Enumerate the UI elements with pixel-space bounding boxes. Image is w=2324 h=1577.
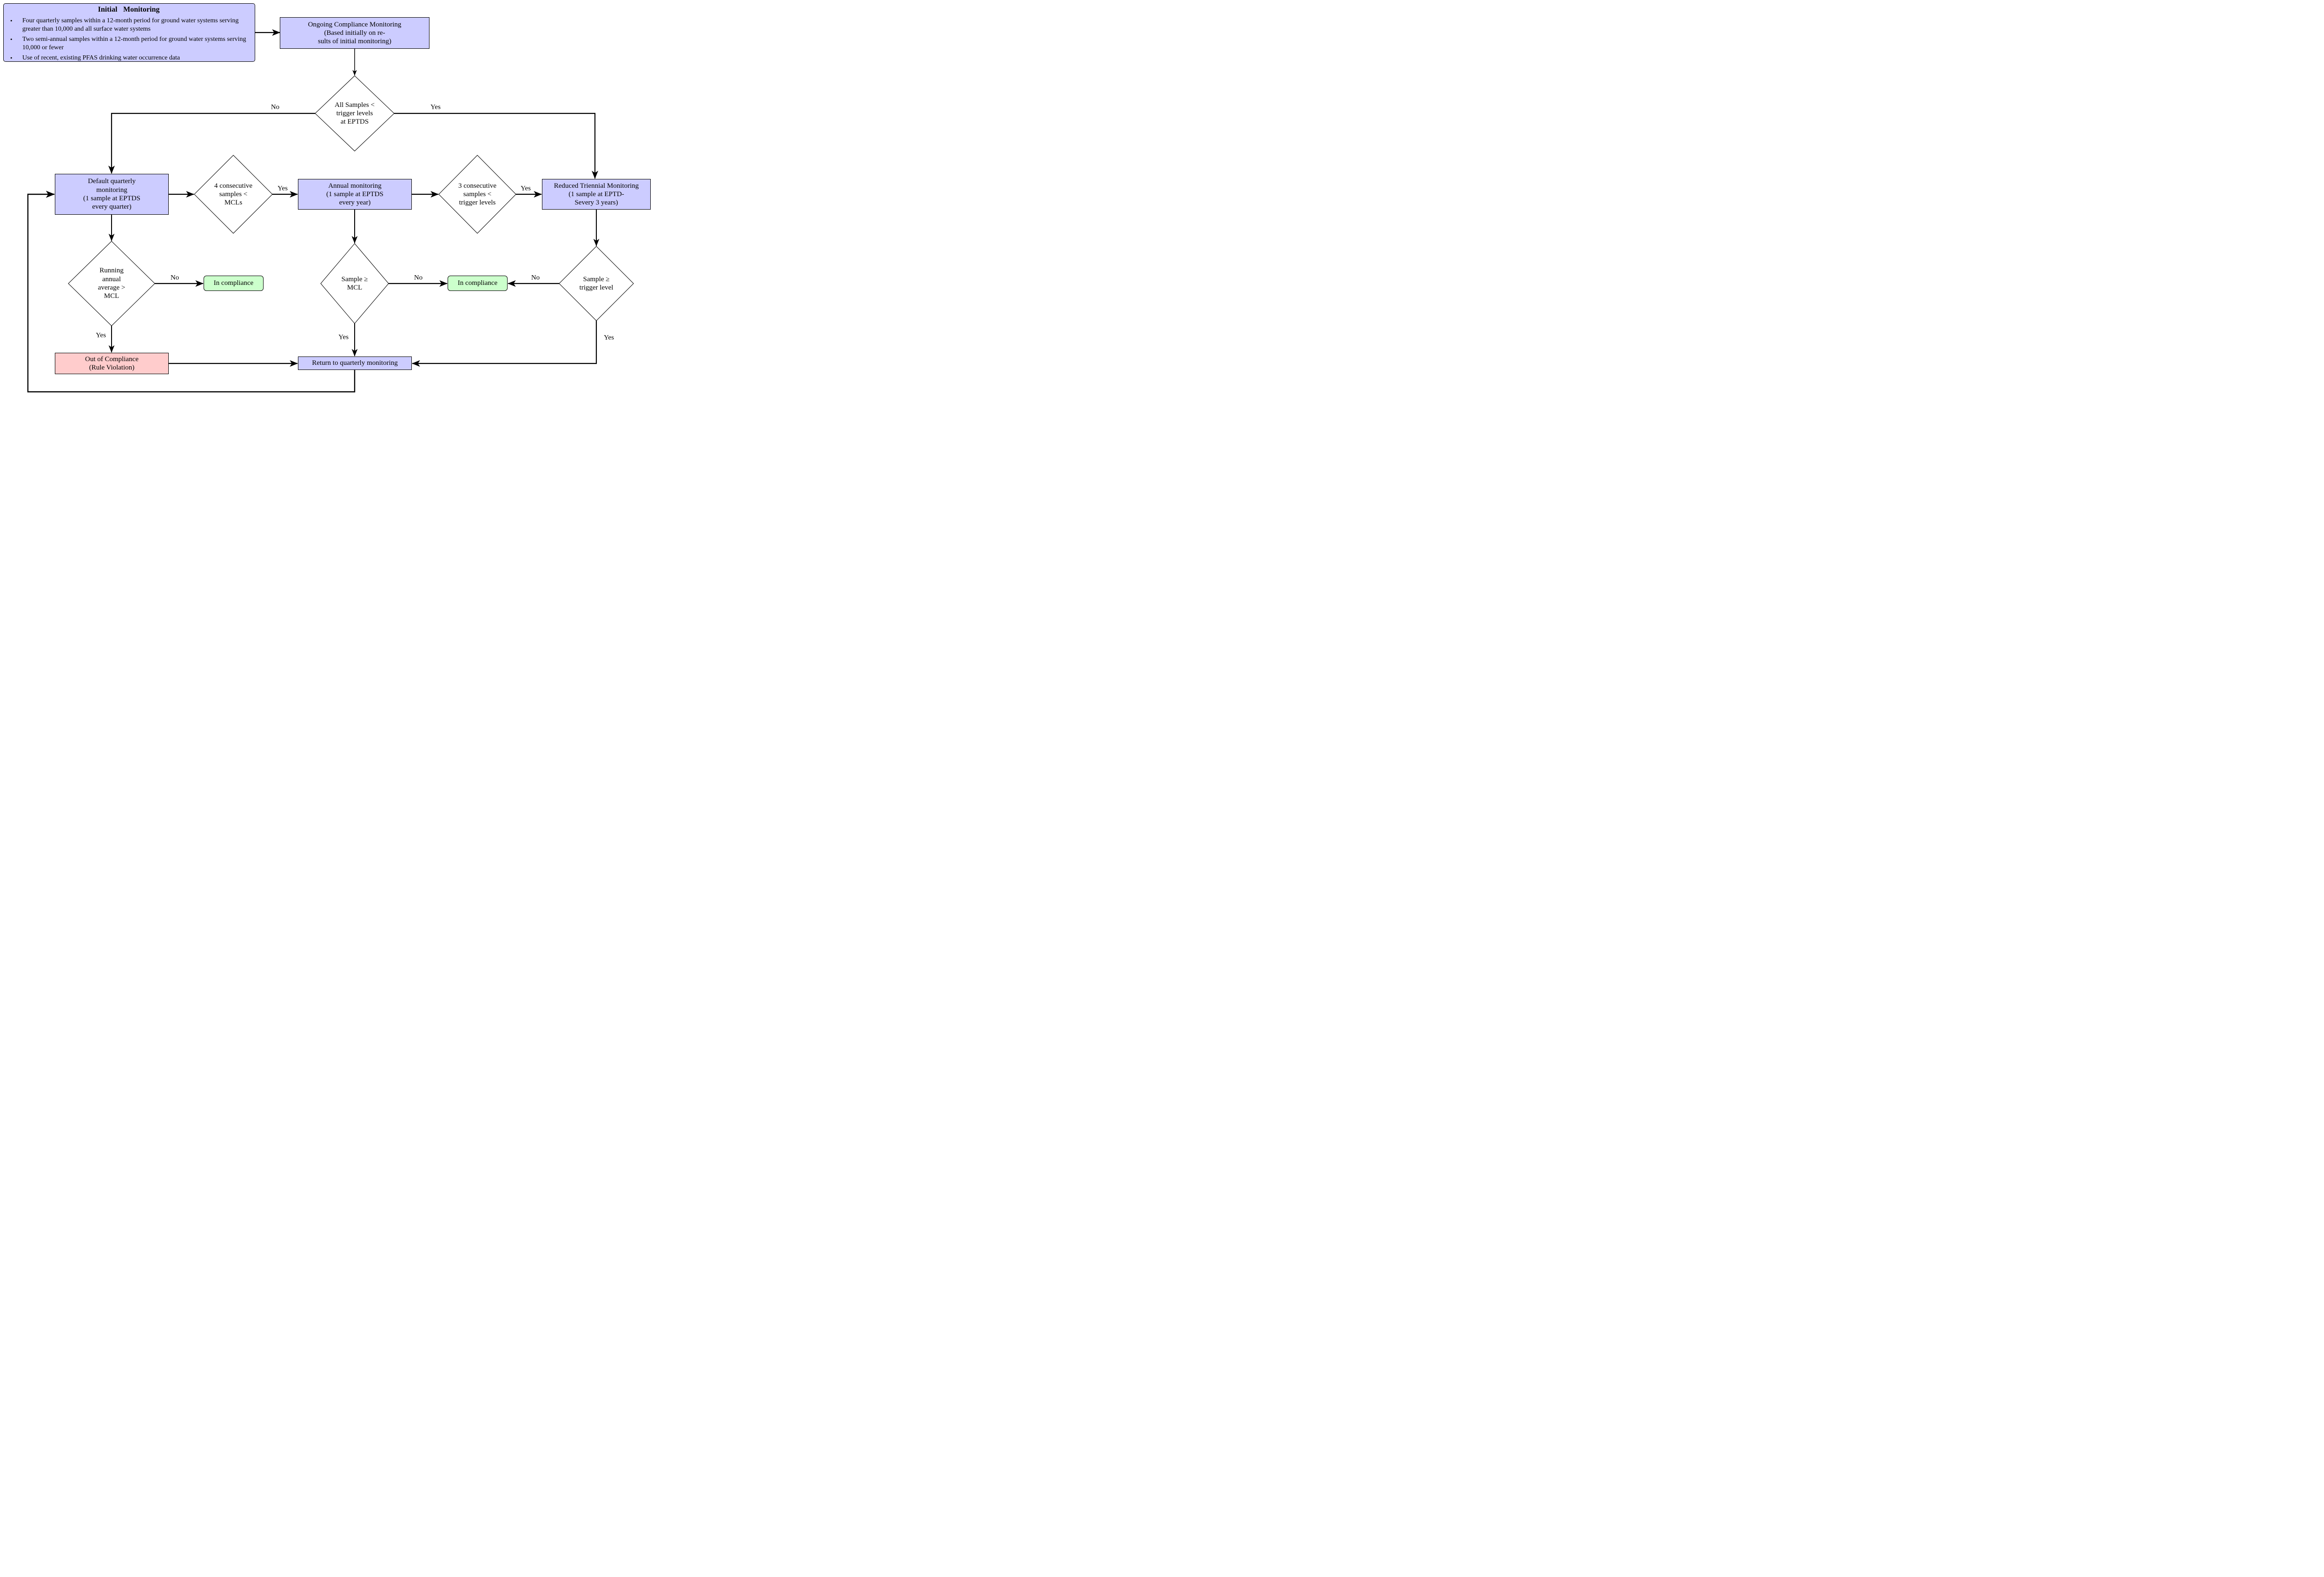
flowchart-canvas: Initial Monitoring • Four quarterly samp… <box>0 0 652 394</box>
bullet-icon: • <box>10 54 13 61</box>
initial-monitoring-bullet-list: • Four quarterly samples within a 12-mon… <box>7 17 250 62</box>
label-running-no: No <box>170 274 179 282</box>
initial-monitoring-title: Initial Monitoring <box>98 6 160 13</box>
default-quarterly-box: Default quarterly monitoring (1 sample a… <box>55 174 169 215</box>
in-compliance-right-box: In compliance <box>448 276 508 291</box>
decision-running-average-diamond <box>68 241 155 326</box>
label-mcl-yes: Yes <box>338 333 349 341</box>
decision-sample-mcl-diamond <box>320 243 389 324</box>
bullet-text: Two semi-annual samples within a 12-mont… <box>22 35 246 52</box>
label-running-yes: Yes <box>96 331 106 339</box>
list-item: • Two semi-annual samples within a 12-mo… <box>7 35 250 53</box>
bullet-text: Four quarterly samples within a 12-month… <box>22 17 239 33</box>
out-of-compliance-box: Out of Compliance (Rule Violation) <box>55 353 169 374</box>
label-trigger-yes: Yes <box>604 334 614 342</box>
list-item: • Use of recent, existing PFAS drinking … <box>7 54 250 62</box>
annual-monitoring-box: Annual monitoring (1 sample at EPTDS eve… <box>298 179 412 210</box>
decision-three-consecutive-diamond <box>438 155 516 234</box>
ongoing-compliance-box: Ongoing Compliance Monitoring (Based ini… <box>280 17 429 49</box>
label-four-yes: Yes <box>277 185 288 192</box>
label-top-yes: Yes <box>430 103 441 111</box>
in-compliance-left-box: In compliance <box>204 276 264 291</box>
bullet-icon: • <box>10 35 13 43</box>
label-trigger-no: No <box>531 274 540 282</box>
edge-decision-all-no-to-default <box>108 112 315 174</box>
label-mcl-no: No <box>414 274 423 282</box>
edge-decision-trigger-yes-to-return <box>412 321 597 367</box>
decision-four-consecutive-diamond <box>194 155 273 234</box>
initial-monitoring-note: Initial Monitoring • Four quarterly samp… <box>3 3 255 62</box>
bullet-icon: • <box>10 17 13 24</box>
edge-decision-all-yes-to-reduced <box>394 112 599 179</box>
decision-all-samples-diamond <box>315 75 395 152</box>
edge-return-feedback-to-default <box>27 191 356 393</box>
label-three-yes: Yes <box>521 185 531 192</box>
return-quarterly-box: Return to quarterly monitoring <box>298 356 412 370</box>
label-top-no: No <box>271 103 280 111</box>
flow-connectors <box>27 29 634 393</box>
bullet-text: Use of recent, existing PFAS drinking wa… <box>22 54 180 61</box>
reduced-triennial-box: Reduced Triennial Monitoring (1 sample a… <box>542 179 651 210</box>
list-item: • Four quarterly samples within a 12-mon… <box>7 17 250 34</box>
decision-sample-trigger-diamond <box>559 246 634 321</box>
